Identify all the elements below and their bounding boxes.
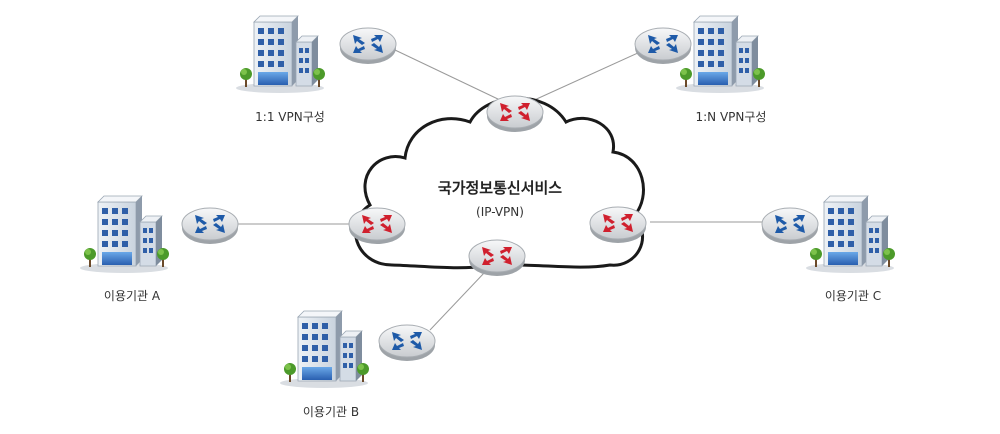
router-blue-icon — [634, 27, 692, 65]
site-label: 1:1 VPN구성 — [255, 110, 325, 124]
site-label: 이용기관 C — [825, 289, 881, 303]
vpn-cloud — [353, 96, 645, 270]
router-blue-icon — [181, 207, 239, 245]
office-building-icon — [79, 195, 170, 274]
router-blue-icon — [378, 324, 436, 362]
cloud-subtitle: (IP-VPN) — [476, 205, 524, 219]
link-lines — [238, 49, 765, 331]
office-building-icon — [805, 195, 896, 274]
link-line — [429, 271, 486, 331]
site-one-to-one: 1:1 VPN구성 — [235, 15, 397, 124]
router-red-icon — [468, 239, 526, 277]
site-label: 1:N VPN구성 — [696, 110, 767, 124]
router-red-icon — [486, 95, 544, 133]
site-org-a: 이용기관 A — [79, 195, 239, 303]
office-building-icon — [279, 310, 370, 389]
link-line — [394, 49, 501, 101]
office-building-icon — [675, 15, 766, 94]
site-org-b: 이용기관 B — [279, 310, 436, 419]
router-blue-icon — [339, 27, 397, 65]
site-label: 이용기관 B — [303, 405, 359, 419]
router-red-icon — [589, 206, 647, 244]
link-line — [529, 51, 641, 103]
site-org-c: 이용기관 C — [761, 195, 896, 303]
router-red-icon — [348, 207, 406, 245]
site-one-to-n: 1:N VPN구성 — [634, 15, 767, 124]
office-building-icon — [235, 15, 326, 94]
site-label: 이용기관 A — [104, 289, 161, 303]
router-blue-icon — [761, 207, 819, 245]
cloud-title: 국가정보통신서비스 — [438, 179, 562, 197]
